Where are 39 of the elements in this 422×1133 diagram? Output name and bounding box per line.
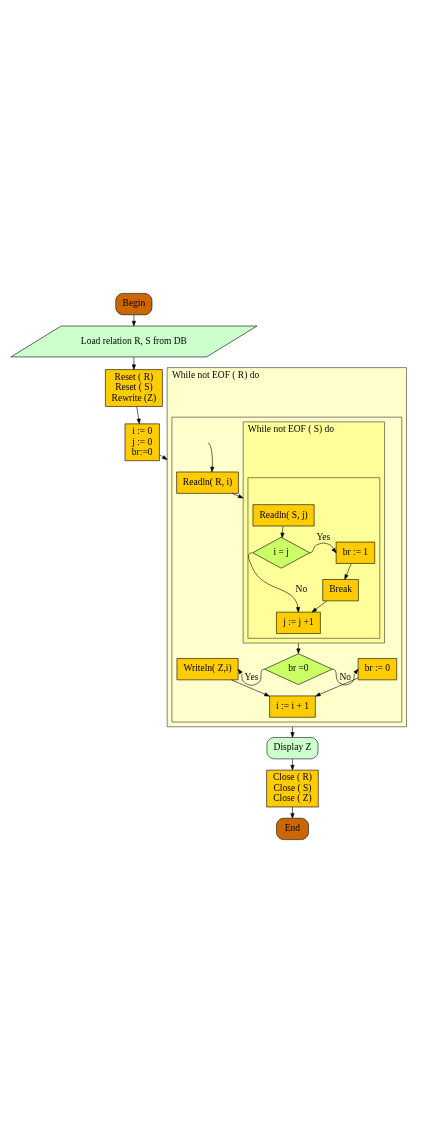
node-box: Writeln( Z,i) xyxy=(176,658,239,681)
arrow xyxy=(280,525,285,539)
arrow xyxy=(311,600,328,613)
cluster xyxy=(171,416,403,723)
arrow xyxy=(290,806,295,819)
arrow xyxy=(131,356,136,370)
node-box: j := j +1 xyxy=(276,611,321,634)
arrow xyxy=(315,677,359,697)
node-box: Readln( S, j) xyxy=(252,504,315,527)
node-box: Close ( R) Close ( S) Close ( Z) xyxy=(266,769,319,808)
arrow xyxy=(136,406,141,425)
edge-label: Yes xyxy=(244,671,259,682)
arrow xyxy=(231,679,270,697)
arrow xyxy=(344,563,352,580)
arrow xyxy=(231,493,244,499)
node-box: br := 1 xyxy=(335,541,376,564)
node-box: i := i + 1 xyxy=(269,695,316,718)
node-box: br := 0 xyxy=(357,658,397,681)
edge-label: No xyxy=(339,671,352,682)
arrow xyxy=(331,668,359,686)
arrow xyxy=(159,454,168,460)
node-diamond: br =0 xyxy=(264,653,333,685)
edge-label: No xyxy=(295,584,308,595)
node-diamond: i = j xyxy=(252,537,310,569)
node-box: i := 0 j := 0 br:=0 xyxy=(124,423,160,461)
arrow xyxy=(309,542,337,554)
node-box: Reset ( R) Reset ( S) Rewrite (Z) xyxy=(105,369,163,407)
edge-label: Yes xyxy=(316,532,331,543)
arrow xyxy=(207,442,215,473)
arrow xyxy=(290,726,295,738)
node-box: Readln( R, i) xyxy=(176,471,239,494)
node-box: Break xyxy=(322,579,359,602)
node-box: Display Z xyxy=(266,737,319,760)
node-box: End xyxy=(276,817,309,840)
arrow xyxy=(290,758,295,771)
node-box: Begin xyxy=(115,293,153,316)
arrow xyxy=(131,314,136,327)
arrow xyxy=(237,668,265,686)
arrow xyxy=(296,642,301,654)
